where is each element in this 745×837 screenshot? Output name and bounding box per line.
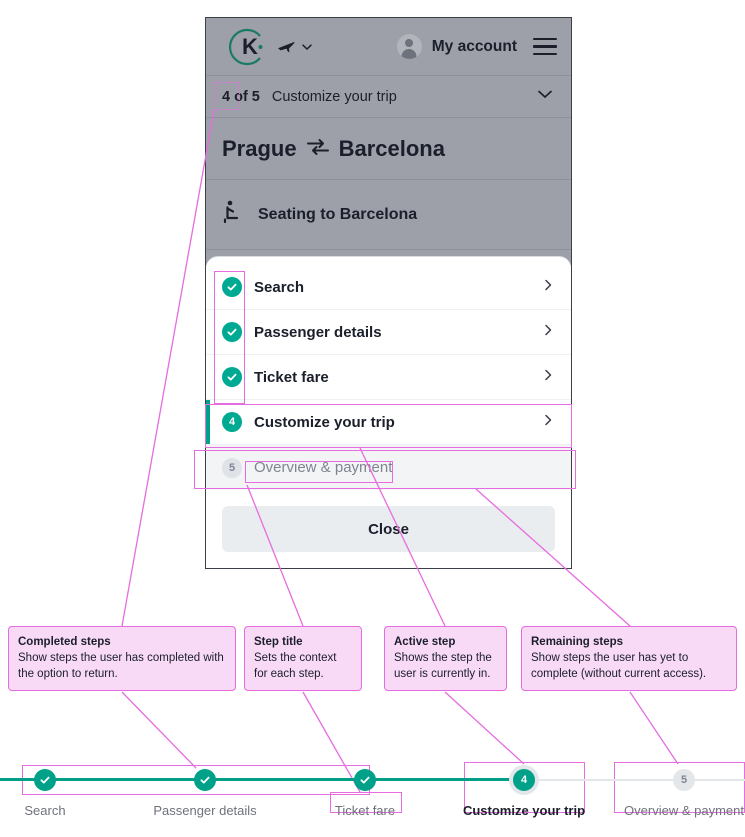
step-number-badge: 5	[673, 769, 695, 791]
close-button[interactable]: Close	[222, 506, 555, 552]
trip-route: Prague Barcelona	[206, 118, 571, 180]
stepper-label: Overview & payment	[624, 803, 744, 818]
check-circle-icon	[354, 769, 376, 791]
stepper-step-customize-your-trip[interactable]: 4 Customize your trip	[434, 752, 614, 818]
annotation-active-step: Active step Shows the step the user is c…	[384, 626, 507, 691]
step-row-passenger-details[interactable]: Passenger details	[206, 310, 571, 355]
step-number-badge: 5	[222, 457, 242, 478]
step-label: Passenger details	[254, 323, 382, 341]
step-row-search[interactable]: Search	[206, 265, 571, 310]
annotation-completed-steps: Completed steps Show steps the user has …	[8, 626, 236, 691]
annotation-remaining-steps: Remaining steps Show steps the user has …	[521, 626, 737, 691]
phone-mockup: K My account	[205, 17, 572, 569]
kiwi-logo[interactable]: K	[222, 23, 270, 71]
check-circle-icon	[222, 277, 242, 297]
svg-text:K: K	[242, 34, 258, 59]
stepper-label: Search	[24, 803, 66, 818]
chevron-down-icon	[301, 41, 313, 53]
annotation-body: Show steps the user has completed with t…	[18, 652, 224, 680]
stepper-step-passenger-details[interactable]: Passenger details	[115, 752, 295, 818]
check-circle-icon	[222, 322, 242, 342]
route-origin: Prague	[222, 135, 297, 161]
step-label: Search	[254, 278, 305, 296]
plane-icon	[276, 37, 296, 57]
chevron-down-icon[interactable]	[535, 84, 555, 109]
stepper-label: Customize your trip	[462, 803, 586, 818]
annotation-body: Show steps the user has yet to complete …	[531, 652, 707, 680]
progress-stepper: Search Passenger details Ticket fare 4 C…	[0, 752, 745, 837]
step-row-customize-your-trip[interactable]: 4 Customize your trip	[206, 400, 571, 445]
stepper-track-completed	[0, 778, 524, 781]
annotation-body: Sets the context for each step.	[254, 652, 337, 680]
step-number-badge: 4	[513, 769, 535, 791]
check-circle-icon	[194, 769, 216, 791]
app-header: K My account	[206, 18, 571, 76]
check-circle-icon	[222, 367, 242, 387]
seating-label: Seating to Barcelona	[258, 205, 418, 223]
flight-type-selector[interactable]	[276, 37, 313, 57]
step-label: Overview & payment	[254, 459, 393, 476]
annotation-title: Completed steps	[18, 636, 111, 648]
steps-list: Search Passenger details	[206, 257, 571, 490]
stepper-label: Passenger details	[153, 803, 257, 818]
stepper-label: Ticket fare	[334, 803, 396, 818]
sheet-footer: Close	[206, 490, 571, 568]
annotation-title: Active step	[394, 636, 456, 648]
steps-bottom-sheet: Search Passenger details	[206, 256, 571, 568]
chevron-right-icon	[541, 368, 555, 387]
chevron-right-icon	[541, 323, 555, 342]
annotation-body: Shows the step the user is currently in.	[394, 652, 492, 680]
current-step-label: Customize your trip	[271, 88, 397, 105]
seating-section[interactable]: Seating to Barcelona	[206, 180, 571, 250]
step-row-overview-and-payment: 5 Overview & payment	[206, 445, 571, 490]
stepper-step-ticket-fare[interactable]: Ticket fare	[275, 752, 455, 818]
annotation-title: Step title	[254, 636, 303, 648]
my-account-button[interactable]: My account	[396, 34, 517, 59]
stepper-step-search[interactable]: Search	[0, 752, 135, 818]
chevron-right-icon	[541, 278, 555, 297]
annotation-title: Remaining steps	[531, 636, 624, 648]
step-progress-bar[interactable]: 4 of 5 Customize your trip	[206, 76, 571, 118]
annotation-step-title: Step title Sets the context for each ste…	[244, 626, 362, 691]
step-label: Ticket fare	[254, 368, 329, 386]
step-row-ticket-fare[interactable]: Ticket fare	[206, 355, 571, 400]
route-destination: Barcelona	[338, 135, 445, 161]
swap-arrows-icon	[306, 136, 329, 162]
stepper-step-overview-and-payment: 5 Overview & payment	[594, 752, 745, 818]
hamburger-menu-icon[interactable]	[533, 37, 557, 56]
chevron-right-icon	[541, 413, 555, 432]
step-label: Customize your trip	[254, 413, 395, 431]
step-count-label: 4 of 5	[222, 88, 260, 105]
step-number-badge: 4	[222, 412, 242, 432]
user-avatar-icon	[396, 34, 422, 59]
seat-icon	[222, 199, 244, 230]
check-circle-icon	[34, 769, 56, 791]
account-label: My account	[431, 37, 517, 55]
